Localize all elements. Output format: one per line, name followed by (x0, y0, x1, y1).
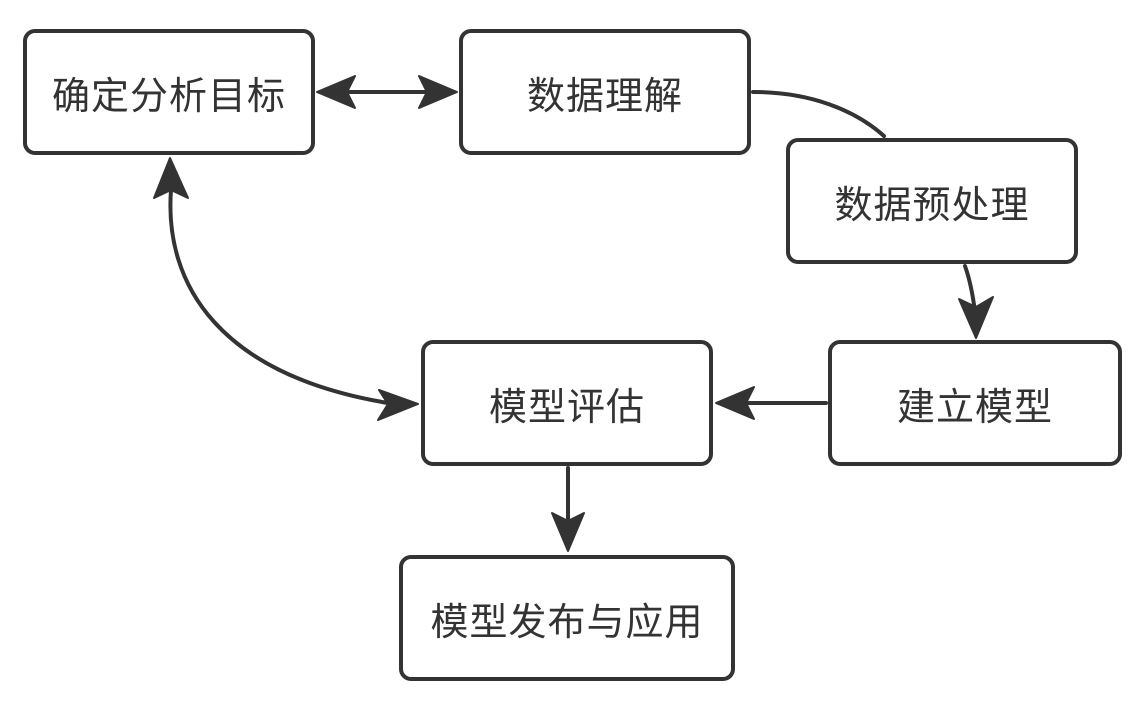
arrowhead-down-icon (551, 512, 585, 552)
edge-understand-prep (751, 90, 886, 138)
node-build-model: 建立模型 (828, 340, 1122, 466)
node-model-deployment: 模型发布与应用 (399, 555, 735, 681)
node-label: 模型发布与应用 (430, 599, 704, 644)
arrowhead-left-icon (715, 386, 755, 420)
edge-eval-goal (168, 188, 390, 405)
arrowhead-right-icon (377, 389, 419, 421)
node-determine-analysis-goal: 确定分析目标 (23, 29, 315, 155)
node-data-preprocessing: 数据预处理 (786, 138, 1078, 264)
node-model-evaluation: 模型评估 (421, 340, 713, 466)
arrowhead-down-icon (958, 296, 994, 339)
node-label: 建立模型 (896, 384, 1053, 429)
arrowhead-up-icon (153, 157, 189, 199)
node-label: 模型评估 (488, 384, 645, 429)
arrowhead-left-icon (316, 75, 356, 109)
arrowhead-right-icon (418, 75, 458, 109)
node-label: 数据理解 (526, 73, 683, 118)
node-data-understanding: 数据理解 (459, 29, 751, 155)
node-label: 确定分析目标 (51, 73, 286, 118)
node-label: 数据预处理 (834, 182, 1030, 227)
